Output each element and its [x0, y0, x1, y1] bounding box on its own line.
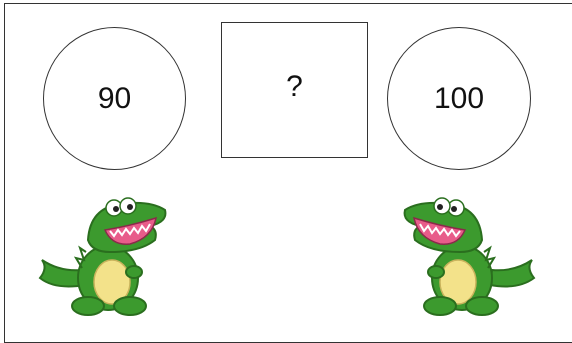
right-number: 100 [434, 82, 484, 116]
right-number-circle: 100 [387, 27, 531, 170]
crocodile-illustration-right [400, 190, 540, 320]
crocodile-icon [405, 198, 534, 315]
crocodile-illustration-left [30, 190, 170, 320]
answer-box[interactable]: ? [221, 22, 368, 158]
question-mark: ? [286, 70, 303, 104]
left-number: 90 [98, 82, 131, 116]
left-number-circle: 90 [43, 27, 186, 170]
crocodile-icon [40, 198, 165, 315]
